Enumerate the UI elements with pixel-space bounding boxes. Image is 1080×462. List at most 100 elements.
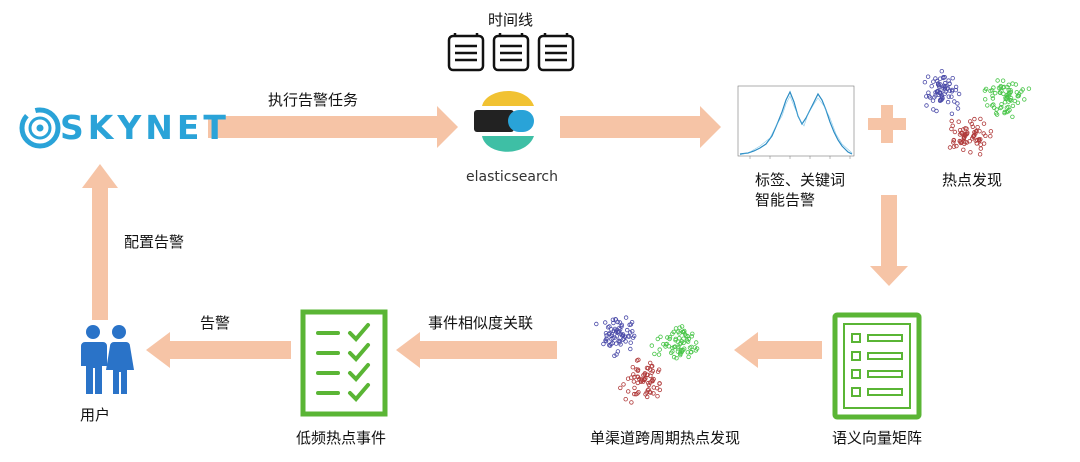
cluster-point (957, 138, 962, 144)
cluster-point (964, 126, 969, 131)
timeline-doc-3-icon (537, 33, 575, 72)
elasticsearch-label: elasticsearch (466, 169, 558, 185)
timeline-doc-1-icon (447, 33, 485, 72)
cluster-point (967, 138, 972, 144)
cluster-point (645, 387, 650, 393)
cluster-point (622, 334, 628, 339)
cluster-point (1013, 82, 1019, 87)
cluster-point (657, 381, 662, 386)
cluster-point (693, 340, 699, 345)
cluster-point (648, 373, 653, 379)
edge-label-alert: 告警 (200, 314, 231, 332)
cluster-point (935, 82, 941, 87)
timeline-label: 时间线 (488, 11, 534, 29)
cluster-point (604, 336, 609, 342)
cluster-point (601, 341, 606, 347)
cluster-point (647, 360, 653, 366)
cluster-point (617, 340, 622, 345)
cluster-point (949, 94, 954, 99)
cluster-point (973, 138, 978, 143)
cluster-point (641, 372, 646, 378)
cluster-point (989, 103, 995, 108)
cluster-point (671, 354, 677, 360)
semantic-matrix-icon (832, 312, 922, 420)
cluster-point (945, 86, 951, 91)
cluster-point (603, 320, 608, 325)
cluster-point (634, 367, 639, 372)
cluster-point (929, 84, 934, 89)
cluster-point (628, 340, 633, 345)
arrow-logo-to-es (208, 106, 458, 148)
arrow-es-to-chart (560, 106, 721, 148)
cluster-point (969, 121, 975, 127)
cluster-point (612, 326, 618, 332)
cluster-point (665, 335, 670, 340)
cluster-point (672, 344, 678, 349)
cluster-point (650, 377, 655, 383)
cluster-point (946, 94, 951, 99)
smart-alert-label-line2: 智能告警 (755, 191, 816, 209)
cluster-point (632, 333, 637, 339)
cluster-point (934, 108, 939, 114)
cluster-point (620, 333, 626, 338)
cluster-point (938, 76, 943, 81)
cluster-point (972, 116, 977, 122)
cluster-point (635, 374, 641, 380)
cluster-point (926, 90, 931, 95)
cluster-point (981, 131, 986, 136)
cluster-point (630, 364, 635, 370)
cluster-point (951, 138, 956, 143)
cluster-point (694, 346, 700, 351)
edge-label-event-similarity: 事件相似度关联 (428, 314, 534, 332)
users-icon (81, 325, 134, 394)
cluster-point (947, 145, 953, 150)
cluster-point (690, 331, 695, 336)
cluster-point (634, 358, 640, 363)
cluster-point (692, 345, 698, 350)
cluster-point (939, 93, 944, 98)
cluster-point (1026, 86, 1032, 91)
cluster-point (949, 118, 954, 124)
cluster-point (675, 346, 681, 351)
cluster-point (680, 329, 685, 334)
cluster-point (949, 89, 955, 94)
cluster-point (977, 152, 983, 157)
cluster-point (973, 131, 978, 136)
cluster-point (933, 76, 938, 81)
skynet-logo: SKYNET (18, 106, 226, 150)
cluster-point (988, 129, 994, 134)
cluster-point (955, 106, 961, 111)
cluster-point (644, 390, 649, 395)
cluster-point (641, 377, 647, 382)
cluster-point (925, 74, 931, 79)
cluster-point (941, 83, 946, 88)
cluster-point (650, 368, 655, 374)
cluster-point (994, 112, 1000, 117)
cluster-point (685, 334, 690, 339)
cluster-point (988, 88, 993, 94)
cluster-point (673, 326, 679, 331)
cluster-point (685, 339, 691, 344)
cluster-point (625, 334, 631, 339)
cluster-point (949, 126, 954, 132)
cluster-point (938, 90, 943, 96)
arrow-scatter-to-checklist (396, 332, 557, 368)
arrow-user-to-logo (82, 164, 118, 320)
cluster-point (951, 144, 957, 149)
trend-line (739, 90, 853, 155)
cluster-point (688, 350, 693, 355)
arrow-hotspot-to-matrix (870, 195, 908, 286)
cluster-point (994, 107, 999, 112)
cluster-point (1008, 96, 1014, 101)
cluster-point (933, 93, 938, 98)
cluster-point (679, 324, 685, 329)
elasticsearch-logo-icon (474, 90, 534, 152)
cluster-point (949, 111, 955, 116)
cluster-point (957, 127, 963, 133)
cluster-point (922, 80, 928, 85)
cluster-point (1002, 100, 1008, 105)
edge-label-execute-alert-task: 执行告警任务 (268, 91, 359, 109)
cluster-point (985, 103, 990, 108)
cluster-point (968, 150, 973, 155)
